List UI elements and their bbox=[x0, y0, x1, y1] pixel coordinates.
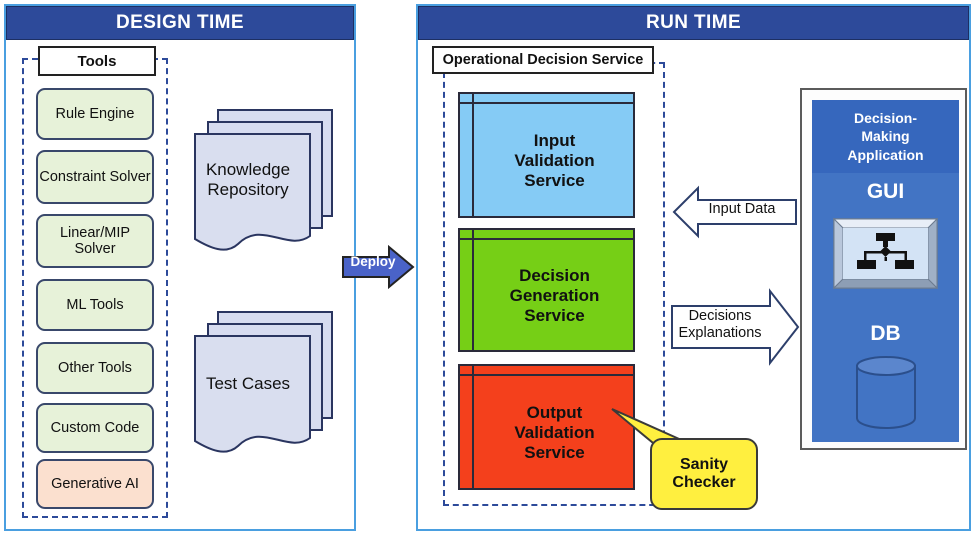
tool-generative-ai[interactable]: Generative AI bbox=[36, 459, 154, 509]
tool-label: Generative AI bbox=[51, 475, 139, 492]
service-top-row bbox=[460, 230, 633, 240]
sanity-checker-line1: Sanity bbox=[679, 455, 728, 473]
tool-label: Linear/MIP Solver bbox=[59, 224, 131, 257]
application-title-line1: Decision- bbox=[853, 110, 917, 127]
deploy-arrow-icon bbox=[342, 245, 415, 289]
gui-label: GUI bbox=[866, 180, 905, 203]
test-cases-document-stack: Test Cases bbox=[190, 300, 335, 460]
database-cylinder-icon bbox=[856, 356, 916, 430]
tool-label: Rule Engine bbox=[55, 105, 135, 122]
application-title-line2: Making bbox=[861, 128, 910, 145]
service-label-line2: Validation bbox=[514, 151, 595, 171]
knowledge-repository-document-stack: Knowledge Repository bbox=[190, 98, 335, 258]
run-time-header: RUN TIME bbox=[418, 6, 969, 40]
document-stack-icon bbox=[194, 109, 333, 251]
service-output-validation[interactable]: Output Validation Service bbox=[458, 364, 635, 490]
application-title-band: Decision- Making Application bbox=[812, 100, 959, 173]
service-label-line1: Output bbox=[526, 403, 583, 423]
db-label: DB bbox=[870, 322, 901, 345]
service-label-line2: Generation bbox=[509, 286, 600, 306]
service-label: Output Validation Service bbox=[476, 378, 633, 488]
deploy-arrow-label: Deploy bbox=[350, 254, 396, 269]
tool-label: Constraint Solver bbox=[39, 168, 151, 185]
service-label-line2: Validation bbox=[514, 423, 595, 443]
service-label: Decision Generation Service bbox=[476, 242, 633, 350]
sanity-checker-callout[interactable]: Sanity Checker bbox=[650, 438, 758, 510]
flow-arrow-label: Input Data bbox=[708, 201, 776, 217]
service-left-column bbox=[460, 94, 474, 216]
right-arrow-icon bbox=[671, 288, 800, 366]
tool-rule-engine[interactable]: Rule Engine bbox=[36, 88, 154, 140]
service-decision-generation[interactable]: Decision Generation Service bbox=[458, 228, 635, 352]
tool-constraint-solver[interactable]: Constraint Solver bbox=[36, 150, 154, 204]
monitor-icon bbox=[833, 218, 938, 290]
decision-making-application-body[interactable]: Decision- Making Application GUI bbox=[812, 100, 959, 442]
tool-ml-tools[interactable]: ML Tools bbox=[36, 279, 154, 331]
application-title: Decision- Making Application bbox=[847, 109, 923, 164]
service-left-column bbox=[460, 366, 474, 488]
service-top-row bbox=[460, 366, 633, 376]
left-arrow-icon bbox=[672, 185, 797, 239]
document-label-line2: Repository bbox=[207, 180, 289, 200]
flow-arrow-label-line2: Explanations bbox=[678, 325, 762, 342]
document-label-line1: Knowledge bbox=[205, 160, 291, 179]
service-label-line3: Service bbox=[524, 442, 585, 462]
service-label-line1: Decision bbox=[519, 266, 590, 286]
service-label-line3: Service bbox=[524, 305, 585, 325]
tool-custom-code[interactable]: Custom Code bbox=[36, 403, 154, 453]
service-label: Input Validation Service bbox=[476, 106, 633, 216]
flow-arrow-input-data: Input Data bbox=[672, 185, 798, 239]
operational-decision-service-label: Operational Decision Service bbox=[432, 46, 654, 74]
application-title-line3: Application bbox=[847, 146, 924, 163]
document-label-line1: Test Cases bbox=[205, 374, 291, 393]
tool-other-tools[interactable]: Other Tools bbox=[36, 342, 154, 394]
document-stack-icon bbox=[194, 311, 333, 453]
sanity-checker-line2: Checker bbox=[672, 474, 736, 491]
tool-label: Custom Code bbox=[50, 419, 140, 436]
tool-linear-mip-solver[interactable]: Linear/MIP Solver bbox=[36, 214, 154, 268]
service-label-line1: Input bbox=[533, 131, 576, 151]
tool-label: Other Tools bbox=[58, 359, 132, 376]
tools-label: Tools bbox=[38, 46, 156, 76]
service-top-row bbox=[460, 94, 633, 104]
service-input-validation[interactable]: Input Validation Service bbox=[458, 92, 635, 218]
service-label-line3: Service bbox=[524, 170, 585, 190]
tool-label: ML Tools bbox=[66, 296, 124, 313]
flow-arrow-decisions-explanations: Decisions Explanations bbox=[670, 288, 800, 366]
decision-making-application-frame: Decision- Making Application GUI bbox=[800, 88, 967, 450]
flow-arrow-label-line1: Decisions bbox=[688, 308, 752, 324]
service-left-column bbox=[460, 230, 474, 350]
design-time-header: DESIGN TIME bbox=[6, 6, 354, 40]
